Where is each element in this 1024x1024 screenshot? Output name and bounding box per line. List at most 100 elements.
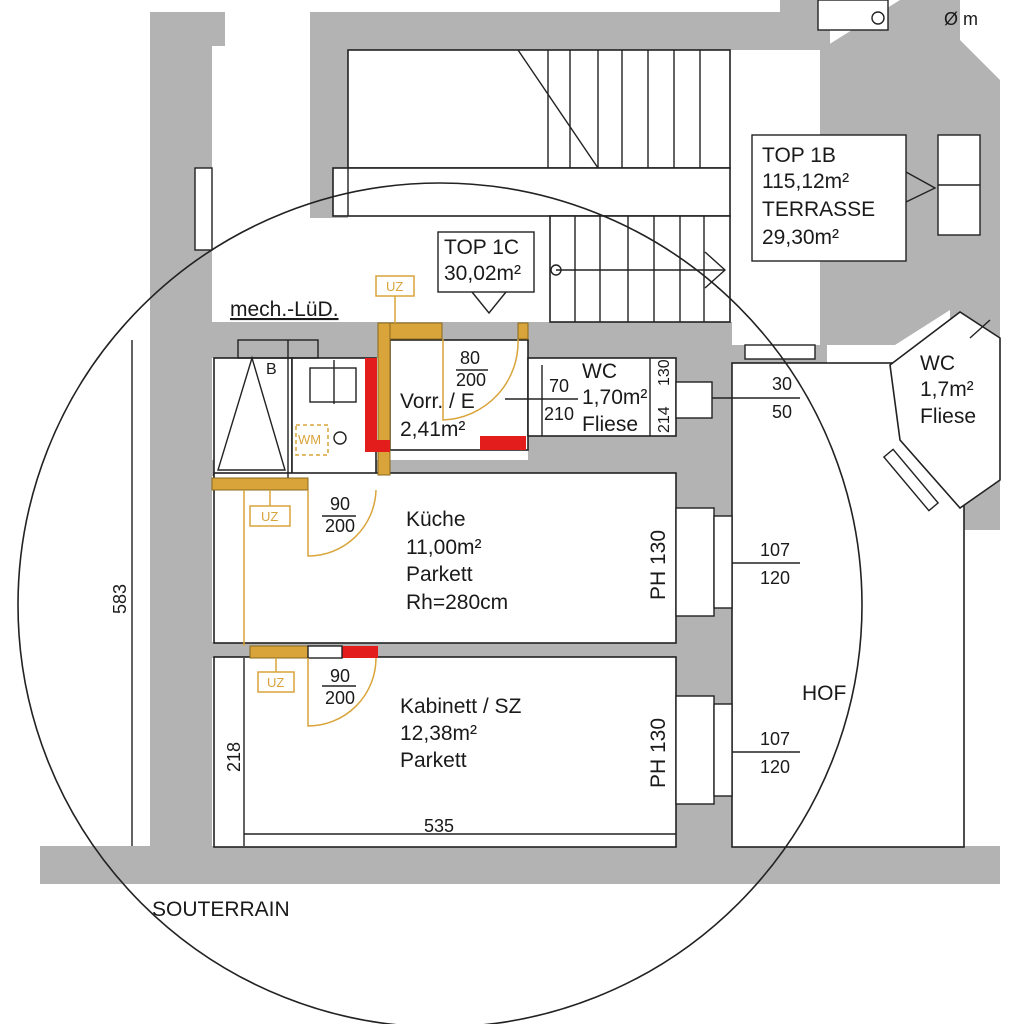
kabinett-window-w: 107 xyxy=(760,729,790,749)
left-wall-window xyxy=(194,167,213,251)
boiler-label: B xyxy=(266,361,277,378)
wc-name: WC xyxy=(582,360,617,383)
door-frames xyxy=(211,322,529,659)
stair-hall xyxy=(347,49,731,169)
kitchen-door-h: 200 xyxy=(325,516,355,536)
top1b-terrace: TERRASSE xyxy=(762,198,875,221)
left-height-dim: 583 xyxy=(110,584,130,614)
kabinett-window-inner xyxy=(713,703,733,797)
wc-window-w: 30 xyxy=(772,374,792,394)
dimension-lines: 583 218 535 xyxy=(110,171,991,846)
wc-sill-bottom: 214 xyxy=(656,406,673,433)
top-right-wall xyxy=(780,0,820,50)
kabinett-door-swing xyxy=(307,657,377,727)
hof-window xyxy=(744,344,816,360)
left-outer-wall xyxy=(150,12,212,860)
windows xyxy=(194,0,981,805)
stair-landing xyxy=(332,167,731,217)
kitchen-window-inner xyxy=(713,515,733,609)
wc-door-w: 70 xyxy=(549,376,569,396)
firewall-vorraum xyxy=(480,436,526,450)
kabinett-floor: Parkett xyxy=(400,749,467,772)
vorraum-door-h: 200 xyxy=(456,370,486,390)
kitchen-door-w: 90 xyxy=(330,494,350,514)
kabinett-window xyxy=(675,695,715,805)
mech-lud-label: mech.-LüD. xyxy=(230,298,339,321)
kabinett-window-h: 120 xyxy=(760,757,790,777)
kitchen-ph: PH 130 xyxy=(647,530,670,600)
labels: TOP 1B 115,12m² TERRASSE 29,30m² TOP 1C … xyxy=(152,9,978,921)
top-wall xyxy=(310,12,830,50)
kitchen-floor: Parkett xyxy=(406,563,473,586)
north-symbol xyxy=(871,11,885,25)
storage-room xyxy=(213,357,293,477)
washing-machine xyxy=(295,424,329,456)
top1b-terrace-area: 29,30m² xyxy=(762,226,839,249)
top1c-area: 30,02m² xyxy=(444,262,521,285)
kabinett-height-dim: 218 xyxy=(224,742,244,772)
door-swings: UZ UZ UZ xyxy=(243,275,519,727)
vorraum-area: 2,41m² xyxy=(400,418,465,441)
kitchen-area: 11,00m² xyxy=(406,536,481,559)
vorraum-frame-side xyxy=(377,322,391,476)
kitchen-window-w: 107 xyxy=(760,540,790,560)
kabinett-area: 12,38m² xyxy=(400,722,477,745)
wm-label: WM xyxy=(298,432,321,447)
kabinett-name: Kabinett / SZ xyxy=(400,695,522,718)
side-wc-area: 1,7m² xyxy=(920,378,974,401)
bottom-width-dim: 535 xyxy=(424,816,454,836)
vorraum-frame-right xyxy=(517,322,529,340)
uz-tag-kitchen: UZ xyxy=(261,509,278,524)
vorraum-name: Vorr. / E xyxy=(400,390,475,413)
site-circle xyxy=(17,182,863,1024)
kitchen-height: Rh=280cm xyxy=(406,591,508,614)
kitchen-frame xyxy=(211,477,309,491)
uz-tag-top: UZ xyxy=(386,279,403,294)
top1c-title: TOP 1C xyxy=(444,236,519,259)
kabinett-frame xyxy=(249,645,309,659)
uz-tag-kitchen-box xyxy=(249,505,291,527)
north-window xyxy=(817,0,889,31)
wc-bottom-wall xyxy=(528,436,676,460)
kabinett-door-h: 200 xyxy=(325,688,355,708)
uz-tag-kabinett-box xyxy=(257,671,295,693)
side-wc-window xyxy=(882,448,940,512)
top1b-callout xyxy=(751,134,907,262)
wc-floor: Fliese xyxy=(582,413,638,436)
north-arrow-label: Ø m xyxy=(944,9,978,29)
wc-sill-top: 130 xyxy=(656,359,673,386)
side-wc-name: WC xyxy=(920,352,955,375)
uz-tag-kabinett: UZ xyxy=(267,675,284,690)
vorraum-door-swing xyxy=(442,338,519,421)
kitchen-name: Küche xyxy=(406,508,466,531)
kitchen-window-h: 120 xyxy=(760,568,790,588)
kabinett-door-gap xyxy=(307,645,343,659)
souterrain-label: SOUTERRAIN xyxy=(152,898,290,921)
kabinett-ph: PH 130 xyxy=(647,718,670,788)
bottom-wall xyxy=(40,846,1000,884)
side-wc-room xyxy=(889,311,1001,510)
top1b-area: 115,12m² xyxy=(762,170,849,193)
uz-tag-top-box xyxy=(375,275,415,297)
kabinett-door-w: 90 xyxy=(330,666,350,686)
wc-area: 1,70m² xyxy=(582,386,647,409)
kitchen-door-swing xyxy=(307,489,377,557)
top1b-title: TOP 1B xyxy=(762,144,836,167)
boiler-triangle xyxy=(217,355,286,471)
hof-label: HOF xyxy=(802,682,846,705)
wc-room xyxy=(527,357,677,437)
wc-window-h: 50 xyxy=(772,402,792,422)
boiler-box xyxy=(237,339,319,359)
left-wall-nub xyxy=(195,12,225,46)
kitchen-room xyxy=(213,472,677,644)
stair-lower xyxy=(549,215,731,323)
top1c-callout xyxy=(437,231,535,293)
kitchen-window xyxy=(675,507,715,617)
firewall-vertical xyxy=(365,358,377,452)
side-wc-floor: Fliese xyxy=(920,405,976,428)
firewall-corner xyxy=(365,440,390,452)
wc-door-h: 210 xyxy=(544,404,574,424)
vorraum-door-w: 80 xyxy=(460,348,480,368)
drain xyxy=(333,431,347,445)
